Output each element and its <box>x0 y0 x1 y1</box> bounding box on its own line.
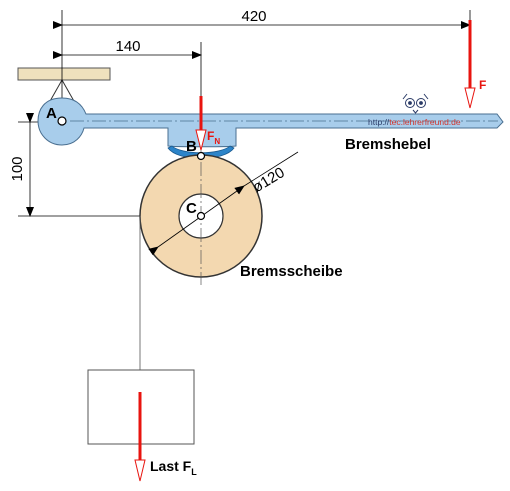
force-fn-arrow <box>195 96 207 151</box>
pivot-a <box>57 116 67 126</box>
label-c: C <box>186 200 197 217</box>
force-f-arrow <box>464 20 476 109</box>
label-force-fn: FN <box>207 129 220 146</box>
point-b <box>196 151 206 161</box>
label-disc: Bremsscheibe <box>240 263 343 280</box>
watermark-url: http://tec.lehrerfreund.de <box>368 117 461 127</box>
brake-lever <box>37 97 504 148</box>
force-load-arrow <box>134 392 146 482</box>
label-force-f: F <box>479 78 486 92</box>
dimension-100: 100 <box>9 156 26 181</box>
dimension-diameter: ø120 <box>250 164 288 196</box>
dimension-420: 420 <box>241 8 266 25</box>
center-c <box>196 211 206 221</box>
dimension-lines <box>18 10 471 217</box>
dimension-140: 140 <box>115 38 140 55</box>
ceiling-mount <box>17 67 111 111</box>
label-a: A <box>46 105 57 122</box>
label-lever: Bremshebel <box>345 136 431 153</box>
label-load: Last FL <box>150 458 197 477</box>
owl-logo-icon <box>402 93 429 114</box>
label-b: B <box>186 138 197 155</box>
